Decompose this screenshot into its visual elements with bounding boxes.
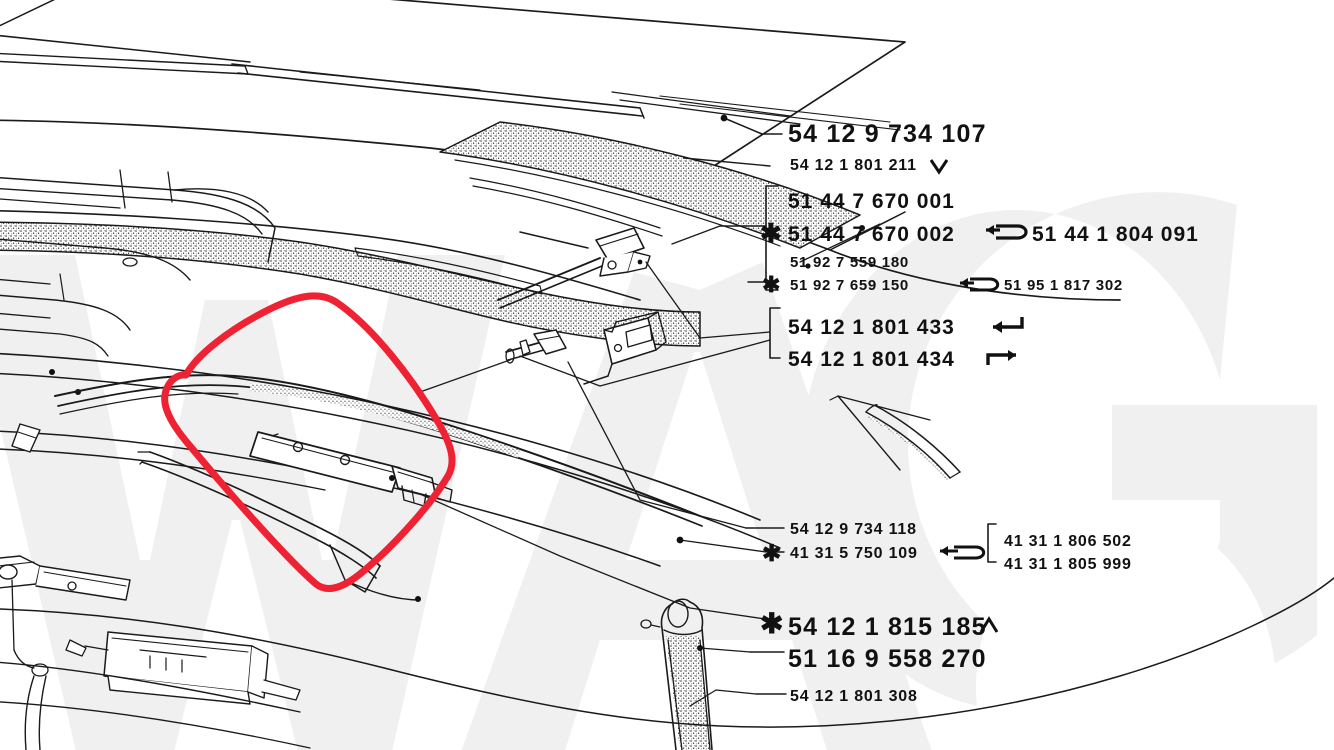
part-number-41-31-5-750-109: 41 31 5 750 109 (790, 545, 918, 562)
reference-arrow-icon (986, 224, 1028, 240)
part-number-54-12-9-734-118: 54 12 9 734 118 (790, 521, 917, 538)
part-number-54-12-1-801-434: 54 12 1 801 434 (788, 348, 955, 371)
part-number-51-44-7-670-001: 51 44 7 670 001 (788, 190, 955, 213)
part-number-54-12-1-801-308: 54 12 1 801 308 (790, 688, 918, 705)
reference-arrow-icon-2 (960, 277, 1000, 292)
asterisk-marker-815-185: ✱ (760, 608, 784, 639)
part-number-51-92-7-659-150: 51 92 7 659 150 (790, 277, 909, 294)
reference-number-41-31-1-806-502: 41 31 1 806 502 (1004, 533, 1132, 550)
arrow-right-hook-icon (986, 350, 1016, 365)
part-number-51-92-7-559-180: 51 92 7 559 180 (790, 254, 909, 271)
part-number-54-12-9-734-107: 54 12 9 734 107 (788, 120, 987, 148)
reference-number-51-95-1-817-302: 51 95 1 817 302 (1004, 277, 1123, 294)
part-number-54-12-1-815-185: 54 12 1 815 185 (788, 613, 987, 641)
asterisk-marker-670-002: ✱ (760, 218, 782, 248)
reference-arrow-icon-3 (940, 545, 986, 560)
asterisk-marker-750-109: ✱ (762, 540, 782, 566)
asterisk-marker-659-150: ✱ (762, 272, 781, 297)
part-number-54-12-1-801-211: 54 12 1 801 211 (790, 157, 917, 174)
part-number-54-12-1-801-433: 54 12 1 801 433 (788, 316, 955, 339)
part-number-51-44-7-670-002: 51 44 7 670 002 (788, 223, 955, 246)
reference-number-51-44-1-804-091: 51 44 1 804 091 (1032, 223, 1199, 246)
reference-number-41-31-1-805-999: 41 31 1 805 999 (1004, 556, 1132, 573)
down-chevron-icon (929, 159, 949, 175)
part-number-51-16-9-558-270: 51 16 9 558 270 (788, 645, 987, 673)
up-chevron-icon (979, 616, 999, 633)
arrow-left-hook-icon (993, 317, 1024, 333)
